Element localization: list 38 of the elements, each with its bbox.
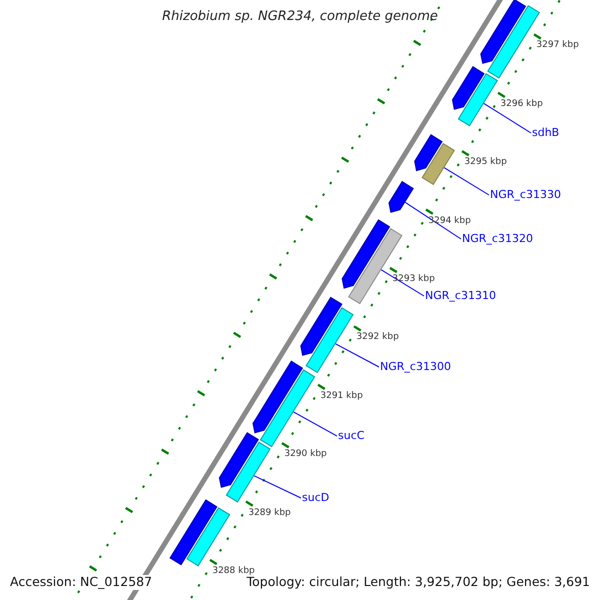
gene-block [300,296,342,356]
gene-label: sdhB [532,127,560,138]
gene-block [218,432,259,488]
gene-block [414,134,443,172]
gene-label: NGR_c31320 [462,233,533,244]
leader-line [254,475,302,498]
gene-label: sucC [338,430,364,441]
gene-block [306,307,354,374]
leader-line [483,102,532,134]
gene-label: NGR_c31330 [490,189,561,200]
gene-block [452,66,485,110]
leader-line [335,343,380,368]
leader-line [293,411,338,436]
gene-block [186,507,230,566]
scale-label: 3290 kbp [284,450,327,460]
scale-label: 3292 kbp [356,333,399,342]
scale-label: 3295 kbp [464,158,507,168]
gene-block [342,219,390,289]
gene-block [458,73,498,126]
leader-line [444,167,490,196]
gene-block [422,142,455,186]
scale-label: 3297 kbp [536,41,579,50]
scale-label: 3289 kbp [248,508,291,518]
gene-label: NGR_c31300 [380,361,451,372]
leader-line [404,202,462,240]
gene-label: NGR_c31310 [425,290,496,301]
scale-label: 3296 kbp [500,100,543,109]
gene-label: sucD [302,492,330,503]
gene-block [480,0,526,64]
gene-block [226,442,271,503]
scale-label: 3291 kbp [320,392,363,401]
scale-label: 3288 kbp [212,567,255,576]
gene-block [388,180,414,213]
genome-info: Topology: circular; Length: 3,925,702 bp; Genes: 3,691 [244,575,592,590]
gene-block [252,360,304,434]
title: Rhizobium sp. NGR234, complete genome [162,10,438,23]
gene-block [169,499,218,566]
gene-block [260,369,316,448]
